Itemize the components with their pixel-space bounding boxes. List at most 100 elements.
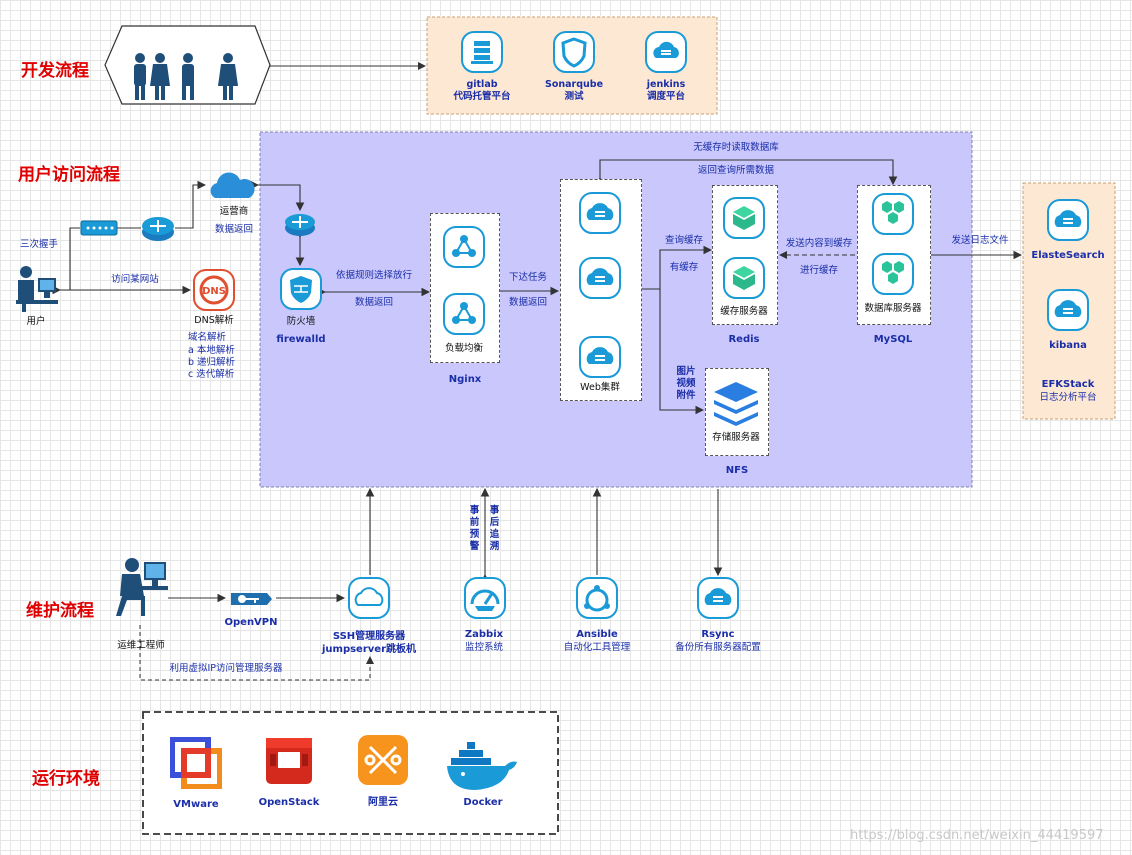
aliyun-caption: 阿里云: [368, 797, 398, 808]
redis-caption: Redis: [728, 334, 760, 345]
openvpn-key-icon: [231, 593, 272, 605]
web-cluster-label: Web集群: [580, 382, 620, 393]
dns-label: DNS解析: [194, 315, 234, 326]
web-server-icon-1: [579, 192, 621, 234]
web-server-icon-2: [579, 257, 621, 299]
openvpn-caption: OpenVPN: [224, 617, 278, 628]
sonarqube-desc: 测试: [564, 91, 584, 102]
section-ops: 维护流程: [26, 601, 94, 621]
storage-server-label: 存储服务器: [712, 432, 760, 443]
dns-resolve-title: 域名解析: [188, 332, 227, 343]
load-balancer-icon-2: [443, 293, 485, 335]
router-icon: [142, 217, 174, 241]
dns-recursive: b 递归解析: [188, 357, 236, 368]
ansible-icon: [576, 577, 618, 619]
section-env: 运行环境: [32, 769, 100, 789]
web-return-label: 数据返回: [508, 297, 548, 308]
gitlab-icon: [461, 31, 503, 73]
database-icon-1: [872, 193, 914, 235]
do-cache-label: 进行缓存: [799, 265, 839, 276]
load-balancer-icon: [443, 226, 485, 268]
task-label: 下达任务: [508, 272, 548, 283]
rule-label: 依据规则选择放行: [335, 270, 413, 281]
ops-engineer-icon: [116, 558, 168, 616]
db-server-label: 数据库服务器: [864, 303, 922, 314]
media-attach-label: 附件: [676, 390, 696, 401]
has-cache-label: 有缓存: [669, 262, 699, 273]
user-label: 用户: [26, 316, 46, 327]
efk-caption: EFKStack: [1041, 379, 1095, 390]
sonarqube-name: Sonarqube: [544, 79, 604, 90]
openstack-caption: OpenStack: [258, 797, 320, 808]
no-cache-label: 无缓存时读取数据库: [693, 142, 779, 153]
section-dev: 开发流程: [21, 61, 89, 81]
jenkins-desc: 调度平台: [646, 91, 686, 102]
handshake-label: 三次握手: [20, 239, 59, 250]
media-image-label: 图片: [676, 366, 696, 377]
elasticsearch-icon: [1047, 199, 1089, 241]
query-cache-label: 查询缓存: [664, 235, 704, 246]
dev-team-people-icon: [134, 53, 238, 100]
switch-icon: [80, 220, 118, 236]
docker-whale-icon: [447, 742, 517, 790]
ansible-desc: 自动化工具管理: [563, 642, 631, 653]
elasticsearch-caption: ElasteSearch: [1031, 250, 1105, 261]
rsync-caption: Rsync: [701, 629, 735, 640]
kibana-caption: kibana: [1049, 340, 1087, 351]
jenkins-name: jenkins: [646, 79, 686, 90]
sonarqube-icon: [553, 31, 595, 73]
storage-layers-icon: [714, 382, 758, 426]
docker-caption: Docker: [463, 797, 503, 808]
openstack-icon: [266, 738, 312, 784]
isp-label: 运营商: [219, 206, 249, 217]
ops-engineer-label: 运维工程师: [117, 640, 165, 651]
dns-local: a 本地解析: [188, 345, 235, 356]
watermark: https://blog.csdn.net/weixin_44419597: [850, 828, 1104, 843]
aliyun-icon: [358, 735, 408, 785]
virtual-ip-label: 利用虚拟IP访问管理服务器: [169, 663, 283, 674]
pre-warn-label: 事前预警: [469, 505, 480, 552]
ssh-caption: SSH管理服务器: [332, 631, 406, 642]
visit-site-label: 访问某网站: [111, 274, 159, 285]
isp-return-label: 数据返回: [214, 224, 254, 235]
rsync-desc: 备份所有服务器配置: [675, 642, 761, 653]
kibana-icon: [1047, 289, 1089, 331]
ansible-caption: Ansible: [576, 629, 618, 640]
jenkins-icon: [645, 31, 687, 73]
gitlab-name: gitlab: [466, 79, 498, 90]
isp-cloud-icon: [210, 172, 255, 198]
gateway-router-icon: [285, 214, 315, 236]
svg-text:DNS: DNS: [202, 286, 226, 297]
return-query-label: 返回查询所需数据: [697, 165, 775, 176]
send-cache-label: 发送内容到缓存: [785, 238, 853, 249]
zabbix-caption: Zabbix: [464, 629, 504, 640]
firewall-icon: [280, 268, 322, 310]
post-trace-label: 事后追溯: [489, 505, 500, 552]
nfs-caption: NFS: [725, 465, 749, 476]
ssh-server-icon: [348, 577, 390, 619]
efk-desc: 日志分析平台: [1039, 392, 1097, 403]
web-server-icon-3: [579, 336, 621, 378]
firewalld-label: firewalld: [276, 334, 326, 345]
lb-label: 负载均衡: [444, 343, 484, 354]
cache-icon-2: [723, 257, 765, 299]
zabbix-desc: 监控系统: [464, 642, 504, 653]
media-video-label: 视频: [676, 378, 696, 389]
cache-server-label: 缓存服务器: [720, 306, 768, 317]
firewall-label: 防火墙: [286, 316, 316, 327]
gitlab-desc: 代码托管平台: [453, 91, 511, 102]
fw-return-label: 数据返回: [354, 297, 394, 308]
zabbix-icon: [464, 577, 506, 619]
vmware-caption: VMware: [173, 799, 219, 810]
nginx-caption: Nginx: [448, 374, 482, 385]
send-logs-label: 发送日志文件: [951, 235, 1009, 246]
database-icon-2: [872, 253, 914, 295]
rsync-icon: [697, 577, 739, 619]
section-user-access: 用户访问流程: [18, 165, 120, 185]
dns-iterative: c 迭代解析: [188, 369, 235, 380]
jumpserver-caption: jumpserver跳板机: [321, 644, 417, 655]
dns-icon: DNS: [193, 269, 235, 311]
vmware-icon: [170, 737, 222, 789]
user-computer-icon: [16, 266, 58, 312]
